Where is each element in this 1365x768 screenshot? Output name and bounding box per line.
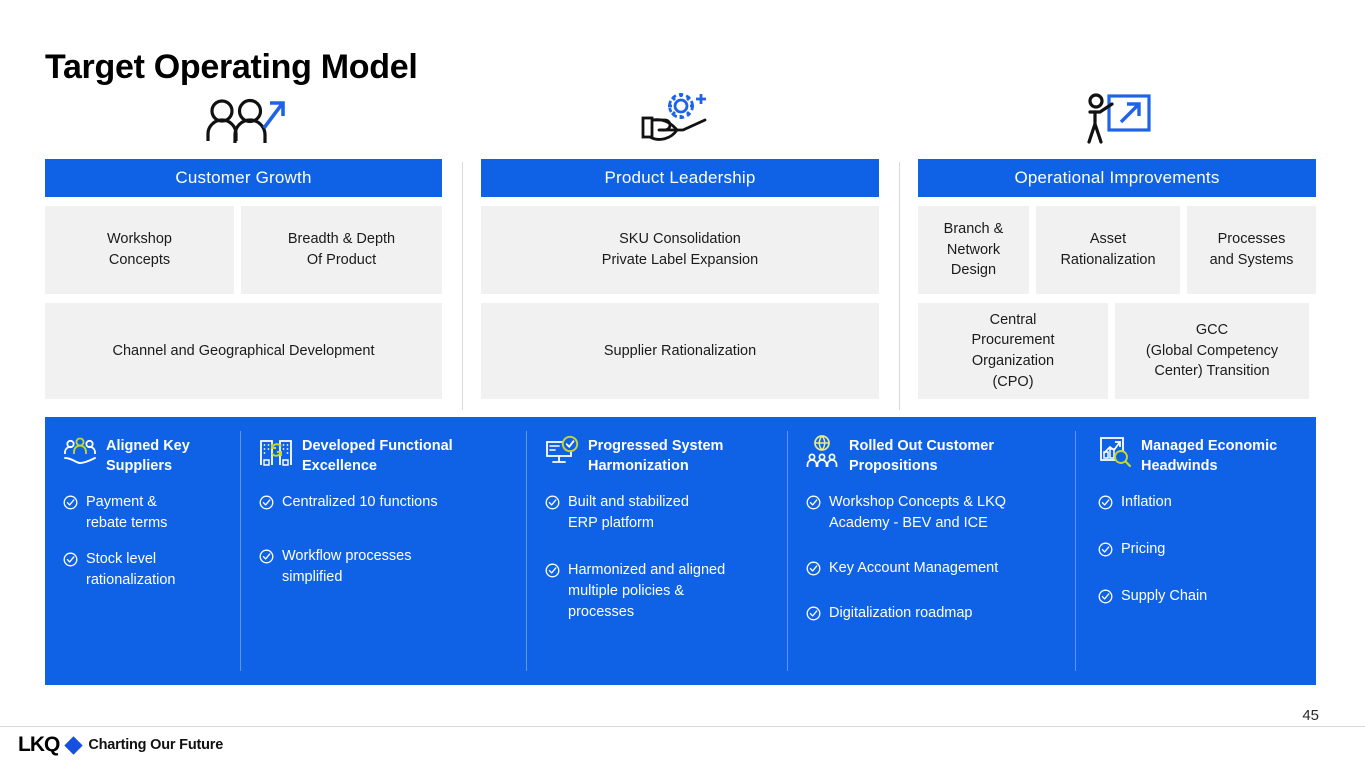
page-number: 45 [1302,707,1319,724]
page-title: Target Operating Model [45,48,418,86]
pillar-box: Supplier Rationalization [481,303,879,399]
pillar-column-operational-improvements: Operational Improvements Branch &Network… [918,159,1316,399]
achievement-bullet-text: Centralized 10 functions [282,494,438,510]
brand-name: LKQ [18,733,60,756]
achievement-title: Progressed System Harmonization [588,438,724,474]
achievement-column-rolled-out-customer-propositions: Rolled Out Customer Propositions Worksho… [788,417,1076,685]
check-circle-icon [1098,542,1113,557]
achievement-bullet: Inflation [1098,492,1300,513]
achievement-bullet: Payment &rebate terms [63,492,225,534]
achievement-bullet-text: Supply Chain [1121,587,1208,604]
achievement-bullet: Supply Chain [1098,586,1300,607]
achievement-bullet-text: Pricing [1121,540,1166,557]
achievement-header: Aligned Key Suppliers [63,435,225,476]
achievement-title: Developed Functional Excellence [302,438,453,474]
achievement-title: Managed Economic Headwinds [1141,438,1278,474]
check-circle-icon [545,563,560,578]
people-hand-icon [63,435,97,469]
check-circle-icon [63,552,78,567]
achievement-bullet: Pricing [1098,539,1300,560]
check-circle-icon [806,495,821,510]
monitor-check-icon [545,435,579,469]
pillar-header: Operational Improvements [918,159,1316,197]
panel-divider [240,431,241,671]
chart-magnifier-icon [1098,435,1132,469]
check-circle-icon [545,495,560,510]
achievement-bullet: Key Account Management [806,558,1060,579]
achievement-bullet-text: Key Account Management [829,559,999,576]
brand-logo: LKQ Charting Our Future [18,733,223,757]
achievement-column-progressed-system-harmonization: Progressed System Harmonization Built an… [527,417,788,685]
pillar-box: Channel and Geographical Development [45,303,442,399]
achievement-bullet-text: Payment &rebate terms [86,494,168,531]
check-circle-icon [259,549,274,564]
hand-gear-plus-icon [630,92,730,148]
footer-divider [0,726,1365,727]
check-circle-icon [63,495,78,510]
column-divider-2 [899,162,900,410]
achievement-bullet-text: Inflation [1121,494,1172,510]
check-circle-icon [806,606,821,621]
achievement-column-managed-economic-headwinds: Managed Economic Headwinds Inflation Pri… [1076,417,1316,685]
panel-divider [526,431,527,671]
check-circle-icon [1098,589,1113,604]
brand-tagline: Charting Our Future [88,737,224,753]
diamond-icon [64,735,84,755]
check-circle-icon [259,495,274,510]
presenter-board-arrow-icon [1066,92,1166,148]
pillar-header: Product Leadership [481,159,879,197]
achievement-header: Developed Functional Excellence [259,435,511,476]
check-circle-icon [806,561,821,576]
pillar-header: Customer Growth [45,159,442,197]
achievement-header: Progressed System Harmonization [545,435,772,476]
achievements-panel: Aligned Key Suppliers Payment &rebate te… [45,417,1316,685]
check-circle-icon [1098,495,1113,510]
panel-divider [787,431,788,671]
globe-people-icon [806,435,840,469]
column-divider-1 [462,162,463,410]
achievement-bullet: Centralized 10 functions [259,492,511,513]
achievement-header: Rolled Out Customer Propositions [806,435,1060,476]
people-growth-arrow-icon [194,92,294,148]
achievement-bullet-text: Digitalization roadmap [829,604,973,621]
achievement-column-aligned-key-suppliers: Aligned Key Suppliers Payment &rebate te… [45,417,241,685]
buildings-sync-icon [259,435,293,469]
achievement-header: Managed Economic Headwinds [1098,435,1300,476]
achievement-bullet: Digitalization roadmap [806,603,1060,624]
achievement-column-developed-functional-excellence: Developed Functional Excellence Centrali… [241,417,527,685]
panel-divider [1075,431,1076,671]
achievement-title: Rolled Out Customer Propositions [849,438,995,474]
achievement-title: Aligned Key Suppliers [106,438,190,474]
